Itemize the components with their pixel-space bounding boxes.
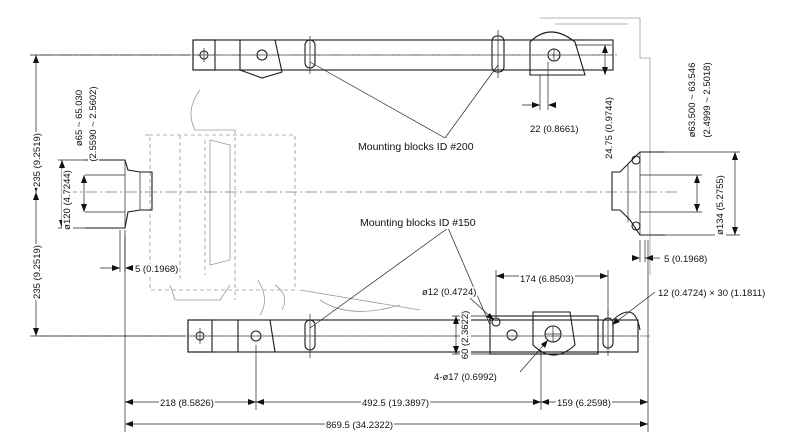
- label-backdrop: [702, 61, 713, 139]
- dim-174: 174 (6.8503): [520, 274, 574, 285]
- dim-22-lines: [522, 62, 556, 110]
- dim-5-left: 5 (0.1968): [135, 264, 178, 275]
- label-backdrop: [359, 217, 477, 229]
- callout-mounting-blocks-200: Mounting blocks ID #200: [358, 141, 474, 153]
- label-backdrop: [460, 309, 471, 361]
- label-backdrop: [519, 274, 575, 285]
- label-backdrop: [159, 398, 215, 409]
- dim-159: 159 (6.2598): [557, 398, 611, 409]
- label-backdrop: [357, 141, 475, 153]
- label-backdrop: [604, 96, 615, 160]
- left-vertical-dims: [30, 54, 190, 337]
- label-backdrop: [325, 420, 395, 431]
- left-hub: [85, 159, 153, 229]
- label-backdrop: [88, 85, 99, 163]
- label-backdrop: [32, 244, 43, 300]
- dim-4-holes: 4-ø17 (0.6992): [434, 372, 497, 383]
- dim-5-left-lines: [100, 230, 133, 272]
- mounting-block-200-left: [239, 39, 283, 79]
- dim-24-75: 24.75 (0.9744): [604, 97, 615, 159]
- dim-phi134: ø134 (5.2755): [715, 175, 726, 235]
- mounting-block-150: [489, 315, 599, 355]
- dim-phi12: ø12 (0.4724): [422, 287, 476, 298]
- dim-235-bottom: 235 (9.2519): [32, 245, 43, 299]
- callout-mounting-blocks-150: Mounting blocks ID #150: [360, 217, 476, 229]
- right-hub: [611, 151, 665, 236]
- label-backdrop: [32, 132, 43, 188]
- label-backdrop: [529, 124, 580, 135]
- dim-5-right-lines: [632, 240, 660, 262]
- top-rail: [192, 30, 614, 79]
- dim-5-right: 5 (0.1968): [664, 254, 707, 265]
- dim-22: 22 (0.8661): [530, 124, 579, 135]
- dim-24-75-lines: [575, 44, 612, 75]
- background-frame: [145, 17, 651, 316]
- mounting-block-200-right: [529, 31, 586, 76]
- label-backdrop: [657, 288, 767, 299]
- label-backdrop: [556, 398, 612, 409]
- bottom-rail: [187, 310, 641, 358]
- dim-218: 218 (8.5826): [160, 398, 214, 409]
- callout-leaders: [309, 61, 499, 329]
- dim-phi65-inch: (2.5590 ~ 2.5602): [88, 86, 99, 161]
- dim-phi120: ø120 (4.7244): [62, 170, 73, 230]
- dim-phi65: ø65 ~ 65.030: [74, 90, 85, 146]
- centerlines: [40, 54, 680, 337]
- label-backdrop: [663, 254, 709, 265]
- dim-slot-12x30: 12 (0.4724) × 30 (1.1811): [658, 288, 765, 299]
- label-backdrop: [421, 287, 478, 298]
- label-backdrop: [74, 88, 85, 148]
- dim-phi63-inch: (2.4999 ~ 2.5018): [702, 62, 713, 137]
- label-backdrop: [62, 169, 73, 231]
- label-backdrop: [687, 61, 698, 139]
- dim-869-5: 869.5 (34.2322): [326, 420, 393, 431]
- label-backdrop: [361, 398, 431, 409]
- right-hub-dims: [665, 151, 740, 236]
- label-backdrop: [134, 264, 180, 275]
- dim-60: 60 (2.3622): [460, 311, 471, 360]
- dim-492-5: 492.5 (19.3897): [362, 398, 429, 409]
- label-backdrop: [433, 372, 498, 383]
- label-backdrop: [715, 174, 726, 236]
- dim-235-top: 235 (9.2519): [32, 133, 43, 187]
- dim-phi63: ø63.500 ~ 63.546: [687, 63, 698, 138]
